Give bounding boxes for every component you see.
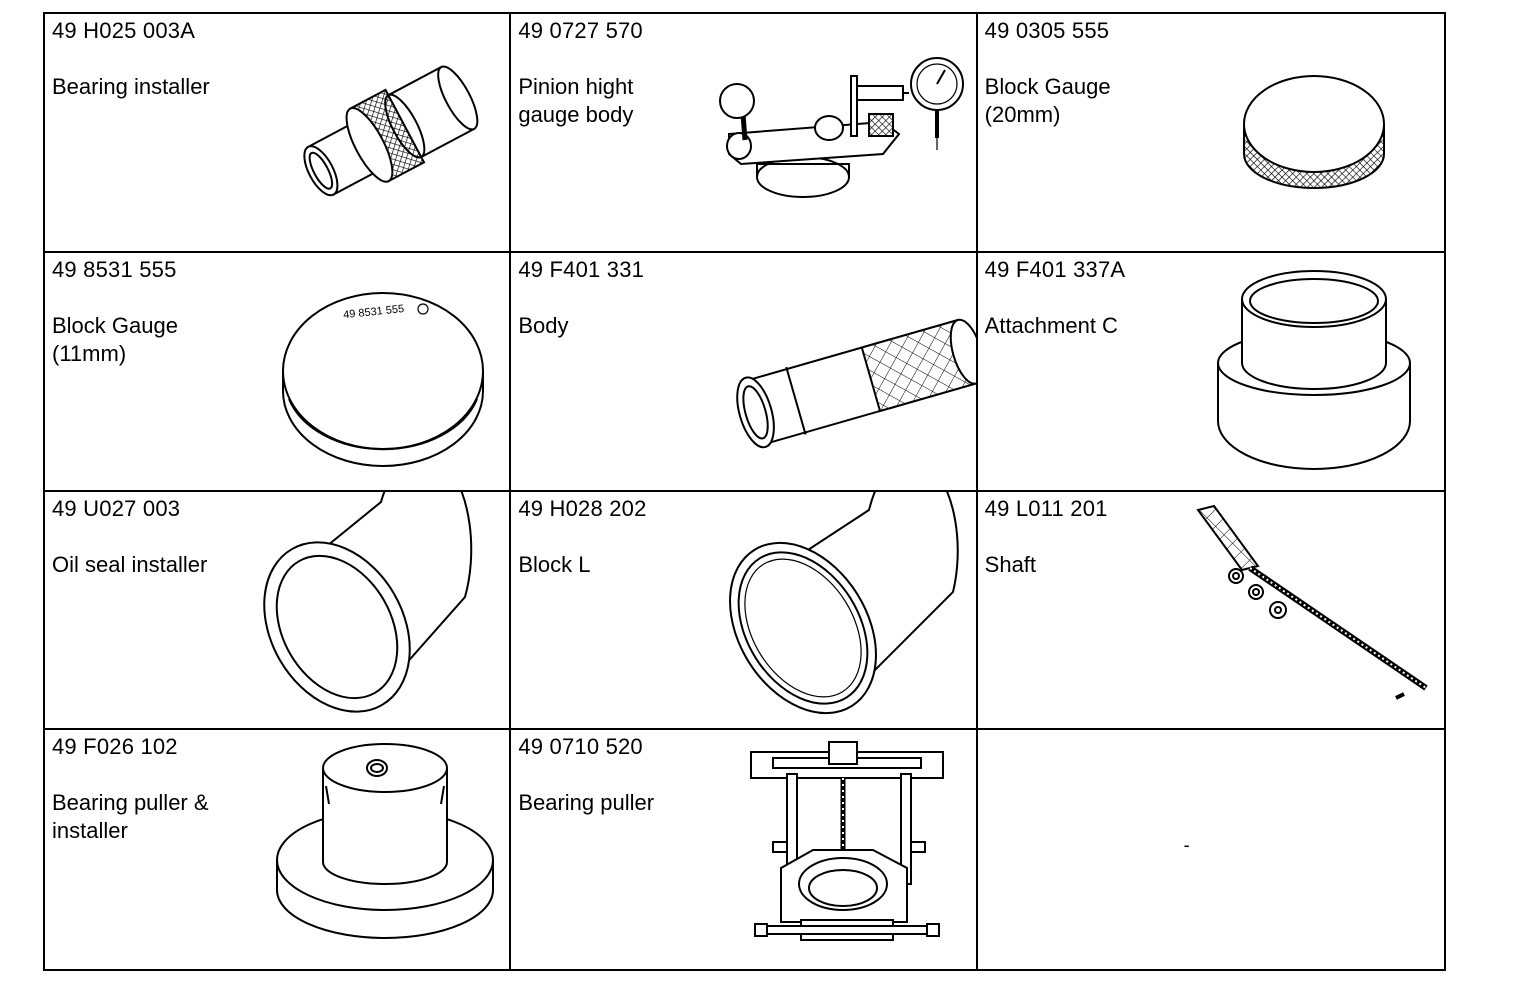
block-l-illustration: [511, 491, 977, 730]
tool-cell-block-l: 49 H028 202 Block L: [511, 491, 978, 731]
tool-cell-bearing-installer: 49 H025 003A Bearing installer: [45, 14, 512, 253]
attachment-c-illustration: [978, 253, 1444, 491]
tool-description: Block L: [518, 551, 591, 577]
tool-description: Block Gauge (20mm): [984, 74, 1111, 127]
bearing-installer-illustration: [45, 14, 511, 252]
part-number: 49 L011 201: [984, 495, 1108, 521]
tool-description: Pinion hight gauge body: [518, 74, 634, 127]
part-number: 49 H028 202: [518, 495, 647, 521]
tool-cell-attachment-c: 49 F401 337A Attachment C: [977, 253, 1444, 492]
tool-description: Block Gauge (11mm): [52, 312, 178, 366]
tool-cell-empty: -: [978, 730, 1444, 969]
tool-description: Bearing puller & installer: [52, 790, 209, 844]
tool-description: Shaft: [984, 551, 1037, 577]
tool-cell-block-gauge-20mm: 49 0305 555 Block Gauge (20mm): [977, 14, 1444, 253]
bearing-puller-installer-illustration: [45, 730, 511, 968]
tool-description: Body: [518, 312, 569, 338]
tool-cell-pinion-height-gauge-body: 49 0727 570 Pinion hight gauge body: [511, 14, 978, 253]
part-number: 49 U027 003: [52, 495, 181, 521]
tool-cell-oil-seal-installer: 49 U027 003 Oil seal installer: [45, 491, 512, 731]
body-illustration: [511, 253, 976, 491]
tool-cell-body: 49 F401 331 Body: [511, 252, 978, 492]
part-number: 49 8531 555: [52, 256, 177, 282]
part-number: 49 0305 555: [984, 18, 1110, 43]
tool-description: Oil seal installer: [52, 551, 208, 577]
tool-cell-block-gauge-11mm: 49 8531 555 Block Gauge (11mm) 49 8531 5…: [45, 252, 512, 492]
part-number: 49 0727 570: [518, 18, 643, 43]
pinion-height-gauge-illustration: [511, 14, 977, 252]
tool-cell-shaft: 49 L011 201 Shaft: [977, 492, 1444, 731]
block-gauge-20mm-illustration: [978, 14, 1444, 252]
special-tools-table: 49 H025 003A Bearing installer 49 0727 5…: [43, 12, 1446, 971]
part-number: 49 H025 003A: [52, 18, 196, 43]
bearing-puller-illustration: [511, 730, 977, 968]
tool-cell-bearing-puller-installer: 49 F026 102 Bearing puller & installer: [45, 730, 512, 969]
shaft-illustration: [978, 492, 1444, 730]
tool-description: Bearing puller: [518, 790, 655, 816]
block-gauge-11mm-illustration: 49 8531 555: [45, 253, 511, 491]
tool-cell-bearing-puller: 49 0710 520 Bearing puller: [511, 730, 978, 969]
empty-cell-mark: -: [1183, 835, 1190, 856]
oil-seal-installer-illustration: [45, 491, 511, 730]
tool-description: Attachment C: [984, 312, 1118, 338]
part-number: 49 0710 520: [518, 734, 643, 760]
part-number: 49 F401 331: [518, 256, 645, 282]
part-number: 49 F401 337A: [984, 256, 1126, 282]
tool-description: Bearing installer: [52, 74, 210, 99]
part-number: 49 F026 102: [52, 734, 178, 760]
